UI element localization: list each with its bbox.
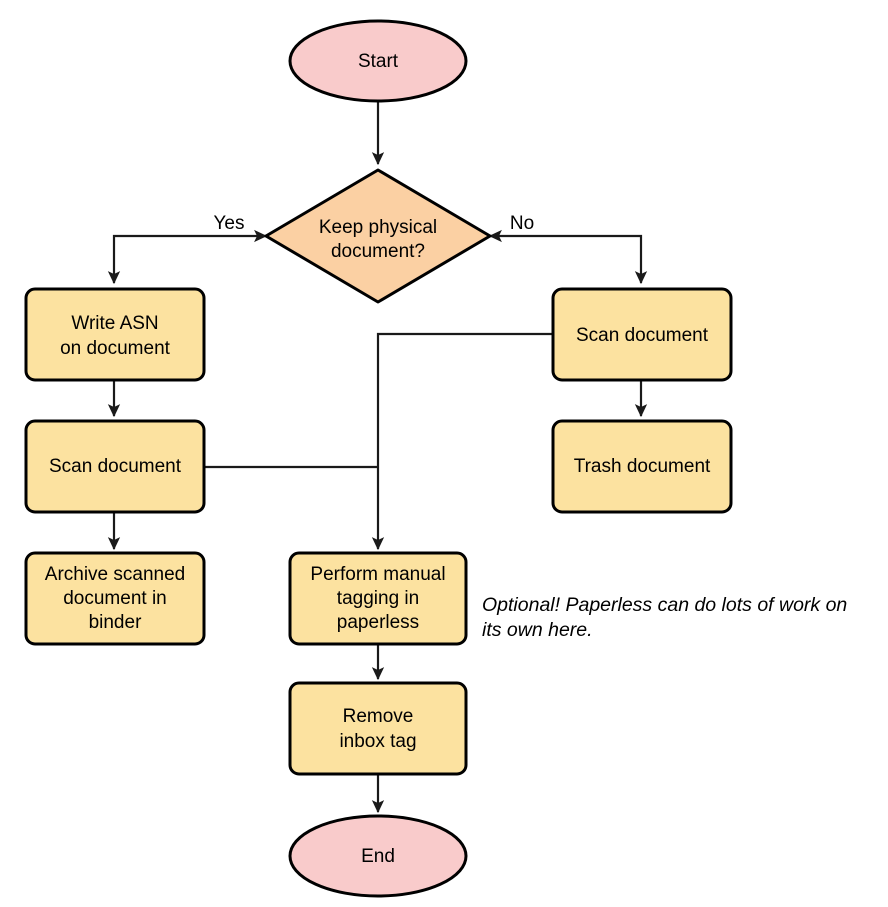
- edge-label-no: No: [510, 213, 534, 234]
- annotation-line1: Optional! Paperless can do lots of work …: [482, 594, 847, 616]
- write-asn-label-line1: Write ASN: [71, 313, 158, 334]
- archive-label-line2: document in: [63, 588, 167, 609]
- start-ellipse: [288, 19, 468, 103]
- node-end[interactable]: End: [288, 814, 468, 898]
- scan-document-right-box: [551, 287, 733, 382]
- decision-label-line2: document?: [331, 241, 425, 262]
- node-scan-document-left[interactable]: Scan document: [24, 419, 206, 514]
- write-asn-box: [24, 287, 206, 382]
- tagging-label-line1: Perform manual: [310, 564, 445, 585]
- node-write-asn[interactable]: Write ASN on document: [24, 287, 206, 382]
- edge-scan-right-to-tagging: [371, 332, 553, 551]
- scan-document-left-label: Scan document: [49, 456, 182, 477]
- node-decision-keep-physical-document[interactable]: Keep physical document?: [264, 168, 492, 304]
- edge-decision-no-to-scan-right: [488, 229, 648, 285]
- start-label: Start: [358, 51, 399, 72]
- decision-label-line1: Keep physical: [319, 217, 437, 238]
- archive-label-line1: Archive scanned: [45, 564, 185, 585]
- node-start[interactable]: Start: [288, 19, 468, 103]
- end-ellipse: [288, 814, 468, 898]
- node-remove-inbox-tag[interactable]: Remove inbox tag: [288, 681, 468, 776]
- remove-inbox-tag-box: [288, 681, 468, 776]
- tagging-label-line2: tagging in: [337, 588, 419, 609]
- node-trash-document[interactable]: Trash document: [551, 419, 733, 514]
- scan-document-right-label: Scan document: [576, 325, 709, 346]
- edge-decision-yes-to-write-asn: [107, 229, 268, 285]
- decision-diamond: [264, 168, 492, 304]
- archive-label-line3: binder: [89, 612, 142, 633]
- annotation-optional-note: Optional! Paperless can do lots of work …: [482, 594, 847, 641]
- node-perform-manual-tagging[interactable]: Perform manual tagging in paperless: [288, 551, 468, 646]
- archive-box: [24, 551, 206, 646]
- tagging-box: [288, 551, 468, 646]
- tagging-label-line3: paperless: [337, 612, 419, 633]
- scan-document-left-box: [24, 419, 206, 514]
- edge-label-yes: Yes: [214, 213, 245, 234]
- annotation-line2: its own here.: [482, 619, 593, 641]
- write-asn-label-line2: on document: [60, 338, 171, 359]
- trash-document-label: Trash document: [574, 456, 711, 477]
- trash-document-box: [551, 419, 733, 514]
- end-label: End: [361, 846, 395, 867]
- remove-inbox-label-line2: inbox tag: [339, 731, 416, 752]
- remove-inbox-label-line1: Remove: [343, 706, 414, 727]
- node-scan-document-right[interactable]: Scan document: [551, 287, 733, 382]
- node-archive-scanned-document[interactable]: Archive scanned document in binder: [24, 551, 206, 646]
